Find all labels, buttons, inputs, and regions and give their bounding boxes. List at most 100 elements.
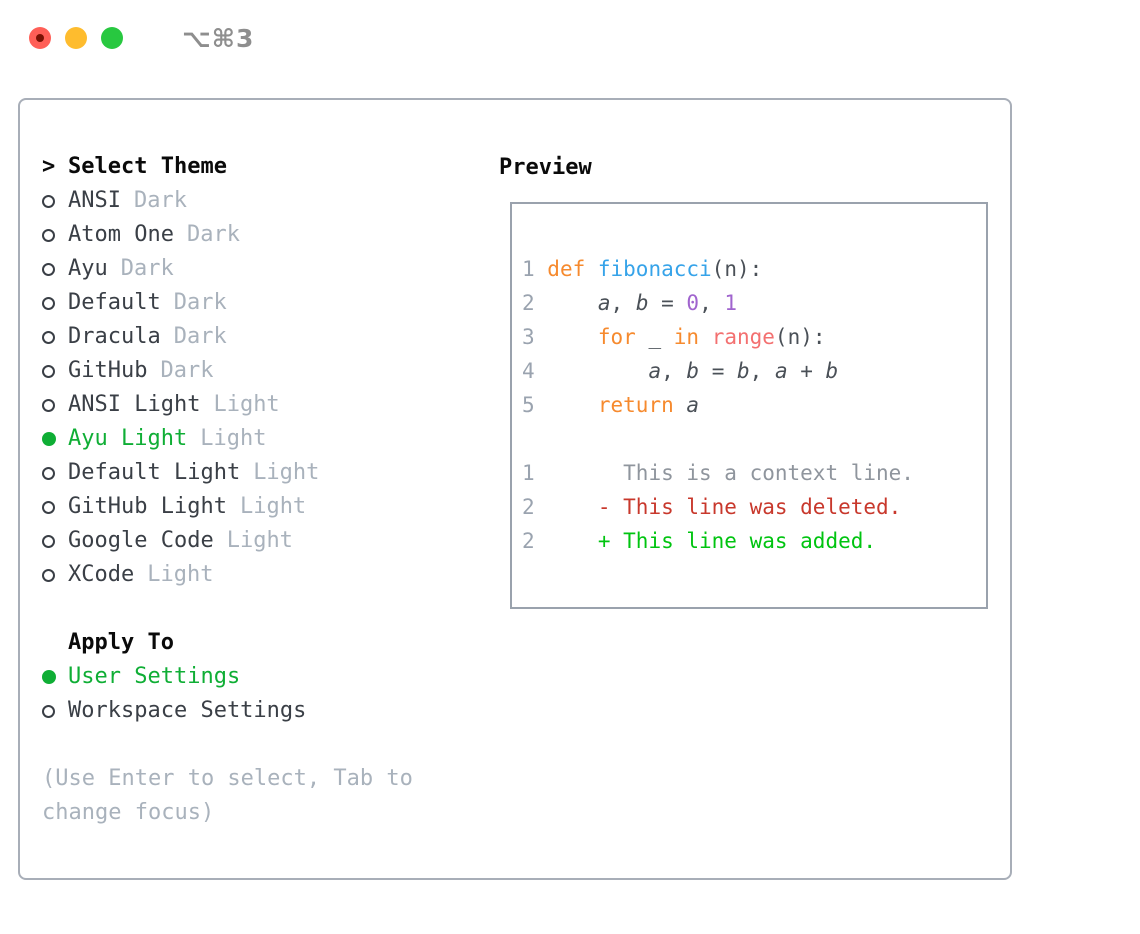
line-number: 2 [522,291,548,315]
apply-option-user-settings[interactable]: User Settings [42,660,442,694]
code-token-function: fibonacci [597,257,712,281]
option-label: Default [68,290,161,315]
code-token-builtin: range [711,325,775,349]
code-token-keyword: in [673,325,700,349]
minimize-button[interactable] [65,27,87,49]
marker-column [42,500,68,514]
theme-variant-tag: Light [213,392,280,417]
option-label: Ayu Light [68,426,188,451]
code-token-plain: = [699,359,737,383]
code-token-plain: _ [635,325,674,349]
code-token-plain: , [610,291,636,315]
code-line: 1 This is a context line. [522,456,986,490]
line-number: 2 [522,495,548,519]
line-number: 4 [522,359,548,383]
selection-caret-icon: > [42,154,56,179]
radio-selected-icon [42,432,56,446]
theme-option-xcode[interactable]: XCode Light [42,558,442,592]
theme-variant-tag: Dark [173,324,227,349]
theme-option-dracula[interactable]: Dracula Dark [42,320,442,354]
radio-unselected-icon [42,466,55,480]
marker-column [42,432,68,446]
theme-option-github-light[interactable]: GitHub Light Light [42,490,442,524]
spacer [42,728,442,762]
radio-unselected-icon [42,296,55,310]
marker-column [42,534,68,548]
code-token-keyword: def [547,257,598,281]
theme-variant-tag: Light [253,460,320,485]
line-number: 1 [522,461,548,485]
code-line: 2 a, b = 0, 1 [522,286,986,320]
code-line: 2 + This line was added. [522,524,986,558]
theme-variant-tag: Dark [160,358,214,383]
code-line: 1 def fibonacci(n): [522,252,986,286]
radio-unselected-icon [42,534,55,548]
option-label: Dracula [68,324,161,349]
preview-title: Preview [499,154,592,180]
code-token-plain: , [661,359,687,383]
option-label: Default Light [68,460,241,485]
radio-unselected-icon [42,704,55,718]
theme-option-ansi[interactable]: ANSI Dark [42,184,442,218]
option-label: ANSI Light [68,392,201,417]
marker-column [42,704,68,718]
theme-variant-tag: Dark [133,188,187,213]
theme-variant-tag: Dark [173,290,227,315]
option-label: Atom One [68,222,174,247]
code-token-variable: a [648,359,662,383]
line-number: 3 [522,325,548,349]
titlebar: ⌥⌘3 [0,0,1140,76]
code-token-plain: (n): [774,325,826,349]
code-token-variable: a [774,359,788,383]
marker-column [42,194,68,208]
code-token-plain [674,393,687,417]
code-token-plain: = [648,291,687,315]
code-token-deleted: - This line was deleted. [547,495,902,519]
marker-column [42,670,68,684]
apply-option-workspace-settings[interactable]: Workspace Settings [42,694,442,728]
code-token-plain: , [699,291,725,315]
radio-unselected-icon [42,364,55,378]
option-label: XCode [68,562,135,587]
option-label: Google Code [68,528,214,553]
code-token-keyword: return [597,393,674,417]
marker-column [42,330,68,344]
theme-variant-tag: Light [147,562,214,587]
radio-unselected-icon [42,568,55,582]
option-label: GitHub [68,358,148,383]
code-token-plain [699,325,712,349]
code-token-plain: , [749,359,775,383]
theme-option-default[interactable]: Default Dark [42,286,442,320]
theme-option-ansi-light[interactable]: ANSI Light Light [42,388,442,422]
apply-to-title: Apply To [68,630,174,655]
theme-variant-tag: Light [239,494,307,519]
zoom-button[interactable] [101,27,123,49]
hint-text: (Use Enter to select, Tab to change focu… [42,766,413,825]
code-token-number: 1 [724,291,738,315]
option-label: ANSI [68,188,121,213]
line-number: 2 [522,529,548,553]
close-button[interactable] [29,27,51,49]
marker-column [42,262,68,276]
code-token-number: 0 [686,291,700,315]
apply-to-header: Apply To [42,626,442,660]
option-label: Ayu [68,256,108,281]
code-token-variable: b [737,359,750,383]
radio-unselected-icon [42,194,55,208]
theme-option-github[interactable]: GitHub Dark [42,354,442,388]
theme-option-default-light[interactable]: Default Light Light [42,456,442,490]
keyboard-shortcut-label: ⌥⌘3 [182,23,255,53]
code-token-plain: + [787,359,826,383]
code-line [522,422,986,456]
line-number: 1 [522,257,548,281]
option-label: GitHub Light [68,494,227,519]
code-token-variable: a [597,291,611,315]
close-dot-icon [36,34,44,42]
